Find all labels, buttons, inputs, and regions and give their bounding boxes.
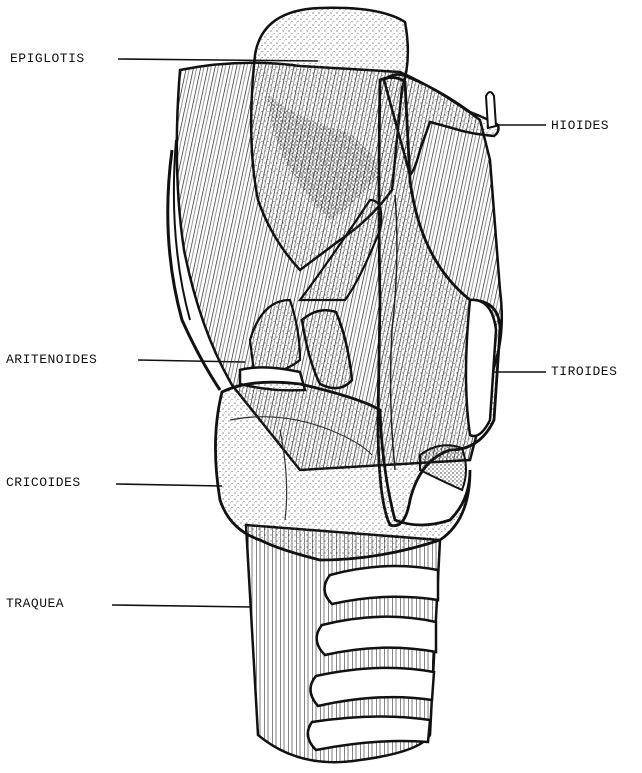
cricoides-leader [116,484,222,486]
traquea-label: TRAQUEA [6,596,64,612]
aritenoides-label: ARITENOIDES [6,352,97,368]
hioides-label: HIOIDES [551,118,609,134]
epiglotis-label: EPIGLOTIS [10,51,85,67]
tiroides-label: TIROIDES [551,364,617,380]
cricoides-label: CRICOIDES [6,475,81,491]
trachea-ring [324,566,438,604]
inferior-horn [420,445,466,490]
traquea-leader [112,605,252,607]
